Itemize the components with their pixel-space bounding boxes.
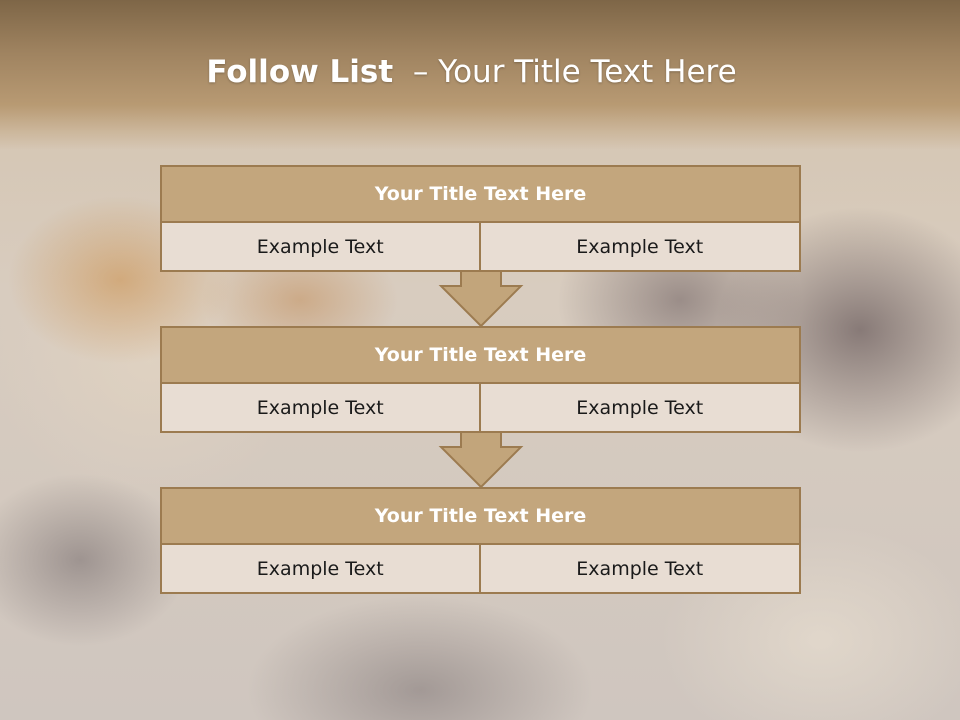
header-band [0,0,960,150]
down-arrow-icon-2 [438,431,524,489]
slide-title: Follow List – Your Title Text Here [0,54,943,90]
step-1-right-cell: Example Text [480,223,801,272]
down-arrow-icon-1 [438,270,524,328]
step-block-2: Your Title Text Here Example Text Exampl… [160,326,801,433]
slide-title-rest: – Your Title Text Here [393,54,737,90]
step-row-3: Example Text Example Text [160,545,801,594]
step-1-left-cell: Example Text [160,223,481,272]
step-3-right-cell: Example Text [480,545,801,594]
step-block-1: Your Title Text Here Example Text Exampl… [160,165,801,272]
step-row-2: Example Text Example Text [160,384,801,433]
step-3-left-cell: Example Text [160,545,481,594]
step-2-right-cell: Example Text [480,384,801,433]
step-title-2: Your Title Text Here [160,326,801,384]
step-title-1: Your Title Text Here [160,165,801,223]
step-block-3: Your Title Text Here Example Text Exampl… [160,487,801,594]
step-row-1: Example Text Example Text [160,223,801,272]
step-title-3: Your Title Text Here [160,487,801,545]
slide-title-bold: Follow List [206,54,394,90]
step-2-left-cell: Example Text [160,384,481,433]
